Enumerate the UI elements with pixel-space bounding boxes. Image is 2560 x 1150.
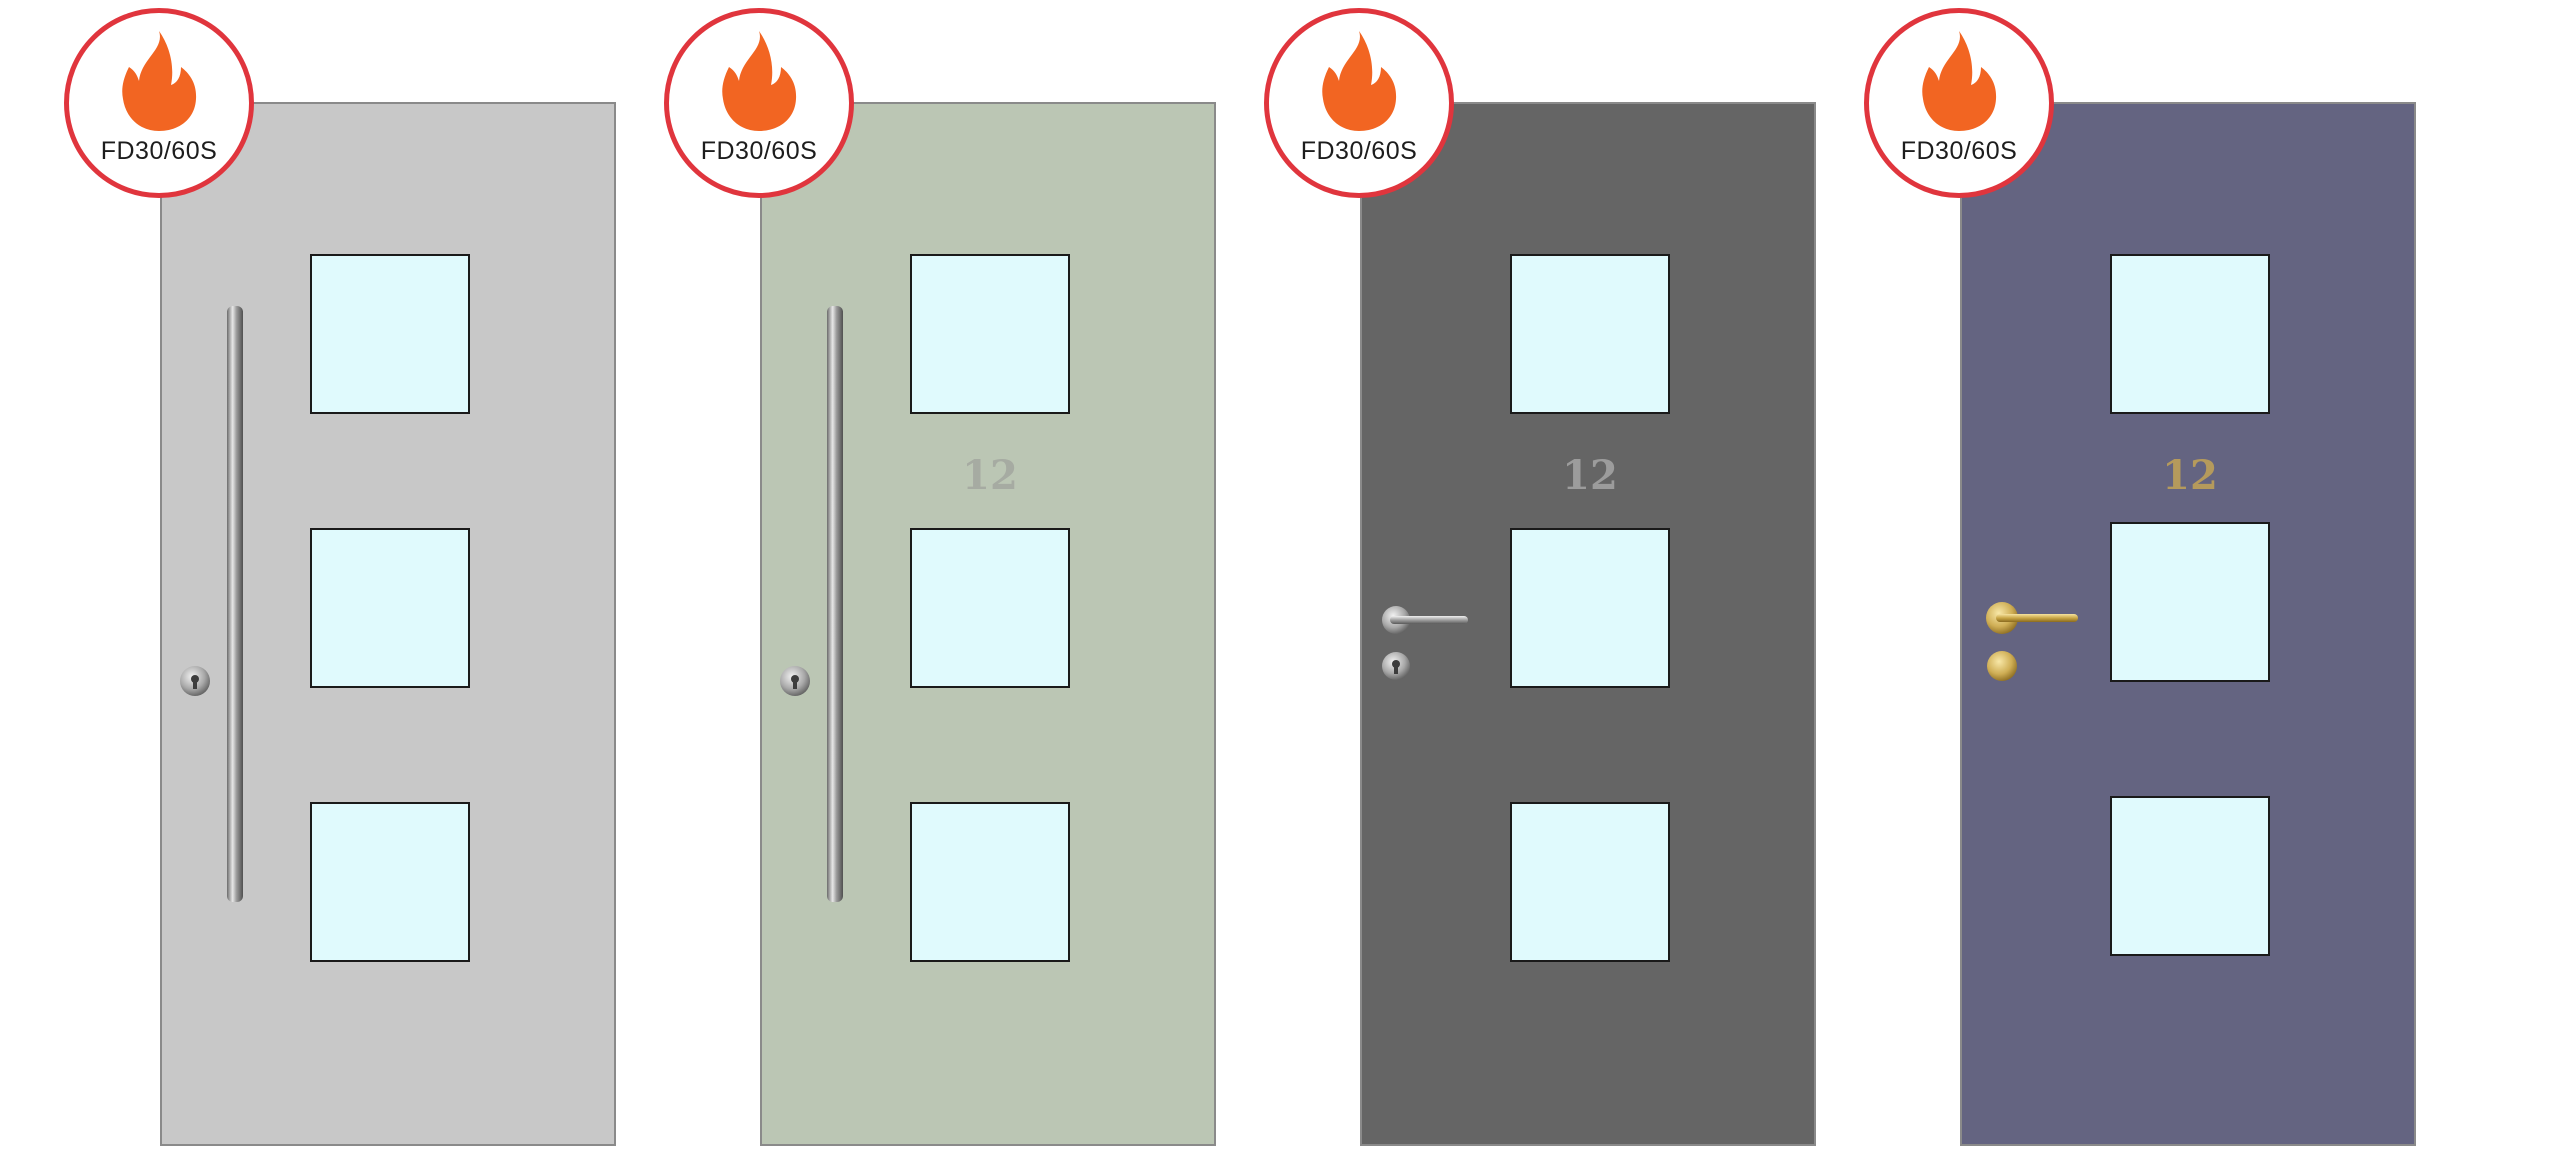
- lever-handle-icon: [1382, 606, 1468, 680]
- fire-rating-label: FD30/60S: [1900, 137, 2018, 165]
- door-card-3[interactable]: 12: [1262, 0, 1822, 1150]
- flame-icon: [1922, 31, 1997, 131]
- door-panel: 12: [760, 102, 1216, 1146]
- glass-pane-top: [910, 254, 1070, 414]
- glass-pane-bottom: [310, 802, 470, 962]
- fire-rating-label: FD30/60S: [700, 137, 818, 165]
- fire-rating-badge: FD30/60S: [1264, 8, 1454, 198]
- glass-pane-bottom: [2110, 796, 2270, 956]
- pull-bar-handle: [827, 306, 843, 902]
- house-number: 12: [1562, 452, 1618, 499]
- door-card-4[interactable]: 12: [1862, 0, 2422, 1150]
- house-number: 12: [2162, 452, 2218, 499]
- door-panel: 12: [1960, 102, 2416, 1146]
- door-panel: [160, 102, 616, 1146]
- door-card-1[interactable]: FD30/60S: [62, 0, 622, 1150]
- key-cylinder-icon: [780, 666, 810, 696]
- glass-pane-middle: [310, 528, 470, 688]
- fire-rating-label: FD30/60S: [1300, 137, 1418, 165]
- glass-pane-top: [310, 254, 470, 414]
- flame-icon: [122, 31, 197, 131]
- fire-rating-badge: FD30/60S: [64, 8, 254, 198]
- fire-rating-badge: FD30/60S: [664, 8, 854, 198]
- lever-handle-icon: [1986, 602, 2078, 681]
- glass-pane-bottom: [1510, 802, 1670, 962]
- fire-rating-badge: FD30/60S: [1864, 8, 2054, 198]
- door-card-2[interactable]: 12: [662, 0, 1222, 1150]
- glass-pane-middle: [1510, 528, 1670, 688]
- pull-bar-handle: [227, 306, 243, 902]
- glass-pane-top: [2110, 254, 2270, 414]
- flame-icon: [722, 31, 797, 131]
- fire-rating-label: FD30/60S: [100, 137, 218, 165]
- key-cylinder-icon: [180, 666, 210, 696]
- house-number: 12: [962, 452, 1018, 499]
- flame-icon: [1322, 31, 1397, 131]
- glass-pane-middle: [2110, 522, 2270, 682]
- glass-pane-top: [1510, 254, 1670, 414]
- glass-pane-bottom: [910, 802, 1070, 962]
- door-panel: 12: [1360, 102, 1816, 1146]
- glass-pane-middle: [910, 528, 1070, 688]
